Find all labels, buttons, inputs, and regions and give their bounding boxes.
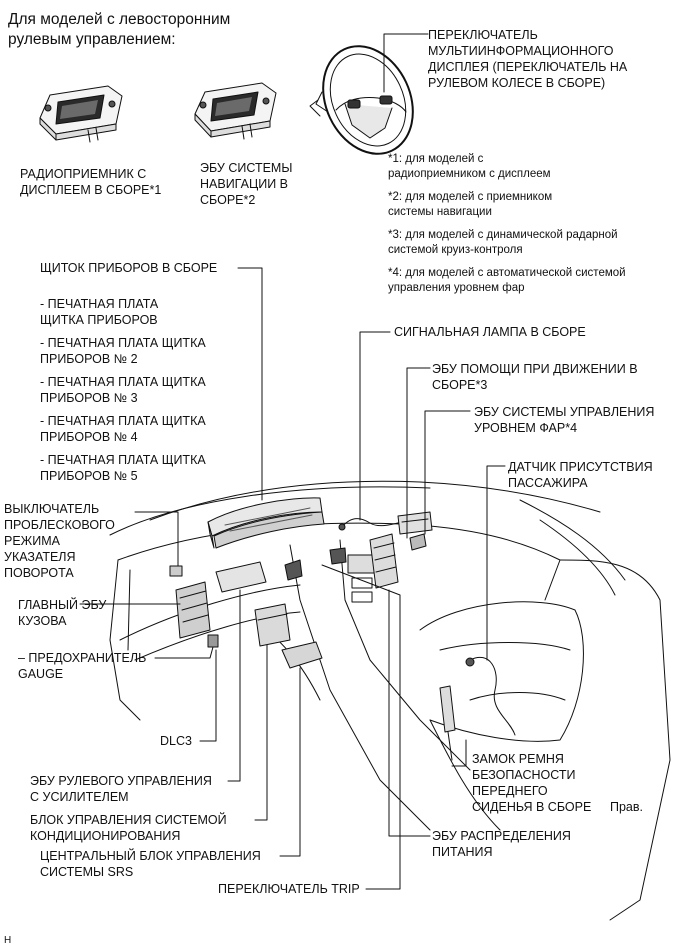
label-instrument-cluster: ЩИТОК ПРИБОРОВ В СБОРЕ <box>40 261 218 275</box>
label-hazard-switch: ВЫКЛЮЧАТЕЛЬ ПРОБЛЕСКОВОГО РЕЖИМА УКАЗАТЕ… <box>4 502 115 580</box>
label-eps-ecu: ЭБУ РУЛЕВОГО УПРАВЛЕНИЯ С УСИЛИТЕЛЕМ <box>30 774 212 804</box>
figure-code: H <box>4 935 12 946</box>
steering-wheel-illustration <box>309 45 414 155</box>
label-pcb-4: - ПЕЧАТНАЯ ПЛАТА ЩИТКА ПРИБОРОВ № 4 <box>40 414 206 444</box>
label-trip-switch: ПЕРЕКЛЮЧАТЕЛЬ TRIP <box>218 882 360 896</box>
label-main-body-ecu: ГЛАВНЫЙ ЭБУ КУЗОВА <box>18 598 107 628</box>
label-pcb-5: - ПЕЧАТНАЯ ПЛАТА ЩИТКА ПРИБОРОВ № 5 <box>40 453 206 483</box>
label-seat-side: Прав. <box>610 800 644 814</box>
label-fuse-gauge: – ПРЕДОХРАНИТЕЛЬ GAUGE <box>18 651 147 681</box>
label-steering-switch: ПЕРЕКЛЮЧАТЕЛЬ МУЛЬТИИНФОРМАЦИОННОГО ДИСП… <box>428 28 628 90</box>
label-navigation-ecu: ЭБУ СИСТЕМЫ НАВИГАЦИИ В СБОРЕ*2 <box>200 161 293 207</box>
eps-ecu-illustration <box>215 561 291 647</box>
page-heading: Для моделей с левосторонним рулевым упра… <box>8 11 231 48</box>
label-occupant-sensor: ДАТЧИК ПРИСУТСТВИЯ ПАССАЖИРА <box>508 460 653 490</box>
label-pcb-1: - ПЕЧАТНАЯ ПЛАТА ЩИТКА ПРИБОРОВ <box>40 297 159 327</box>
label-ac-control: БЛОК УПРАВЛЕНИЯ СИСТЕМОЙ КОНДИЦИОНИРОВАН… <box>30 813 227 843</box>
dashboard-illustration <box>109 480 671 921</box>
label-signal-lamp: СИГНАЛЬНАЯ ЛАМПА В СБОРЕ <box>394 325 586 339</box>
label-power-distribution-ecu: ЭБУ РАСПРЕДЕЛЕНИЯ ПИТАНИЯ <box>432 829 571 859</box>
label-seat-buckle: ЗАМОК РЕМНЯ БЕЗОПАСНОСТИ ПЕРЕДНЕГО СИДЕН… <box>472 752 592 814</box>
drive-support-ecu-illustration <box>369 533 427 589</box>
label-headlamp-leveling-ecu: ЭБУ СИСТЕМЫ УПРАВЛЕНИЯ УРОВНЕМ ФАР*4 <box>474 405 655 435</box>
navigation-unit-illustration <box>194 82 277 140</box>
label-pcb-2: - ПЕЧАТНАЯ ПЛАТА ЩИТКА ПРИБОРОВ № 2 <box>40 336 206 366</box>
label-pcb-3: - ПЕЧАТНАЯ ПЛАТА ЩИТКА ПРИБОРОВ № 3 <box>40 375 206 405</box>
footnote-3: *3: для моделей с динамической радарной … <box>388 229 618 256</box>
radio-unit-illustration <box>39 85 123 143</box>
label-drive-assist-ecu: ЭБУ ПОМОЩИ ПРИ ДВИЖЕНИИ В СБОРЕ*3 <box>432 362 638 392</box>
hazard-switch-illustration <box>169 565 183 577</box>
label-dlc3: DLC3 <box>160 734 192 748</box>
label-radio-receiver: РАДИОПРИЕМНИК С ДИСПЛЕЕМ В СБОРЕ*1 <box>20 167 162 197</box>
footnote-1: *1: для моделей с радиоприемником с дисп… <box>388 153 551 180</box>
leader-lines <box>79 33 506 890</box>
footnote-4: *4: для моделей с автоматической системо… <box>388 267 626 294</box>
label-srs-center: ЦЕНТРАЛЬНЫЙ БЛОК УПРАВЛЕНИЯ СИСТЕМЫ SRS <box>40 849 261 879</box>
main-body-ecu-illustration <box>175 581 219 648</box>
footnote-2: *2: для моделей с приемником системы нав… <box>388 191 553 218</box>
instrument-cluster-illustration <box>207 497 325 549</box>
srs-unit-illustration <box>281 641 323 669</box>
